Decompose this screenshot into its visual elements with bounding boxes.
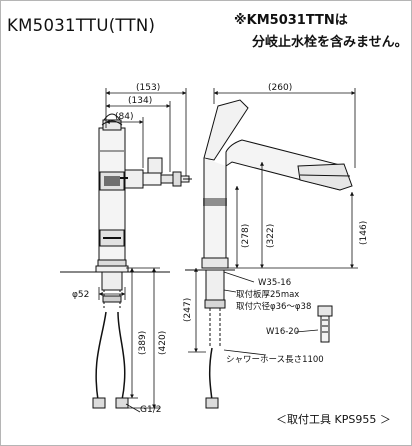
label-hose: シャワーホース長さ1100 xyxy=(226,355,324,365)
label-w35: W35-16 xyxy=(258,278,291,288)
dim-84: (84) xyxy=(115,112,133,122)
label-w16: W16-20 xyxy=(266,327,299,337)
label-hole: 取付穴径φ36～φ38 xyxy=(236,301,311,312)
dim-389: (389) xyxy=(138,331,148,355)
side-view xyxy=(60,113,192,409)
dim-phi52: φ52 xyxy=(72,290,89,300)
dim-322: (322) xyxy=(266,224,276,248)
dim-153: (153) xyxy=(136,83,160,93)
dim-278: (278) xyxy=(241,224,251,248)
dim-247: (247) xyxy=(183,298,193,322)
dim-134: (134) xyxy=(128,96,152,106)
tools-note: ＜取付工具 KPS955 ＞ xyxy=(276,413,391,426)
model-title: KM5031TTU(TTN) xyxy=(7,16,156,35)
note-line-2: 分岐止水栓を含みません。 xyxy=(252,35,408,50)
label-plate: 取付板厚25max xyxy=(236,289,299,300)
dim-146: (146) xyxy=(359,221,369,245)
note-line-1: ※KM5031TTNは xyxy=(234,13,348,28)
dim-420: (420) xyxy=(158,331,168,355)
dim-260: (260) xyxy=(268,83,292,93)
label-g12: G1/2 xyxy=(140,405,161,415)
front-view xyxy=(185,99,353,409)
